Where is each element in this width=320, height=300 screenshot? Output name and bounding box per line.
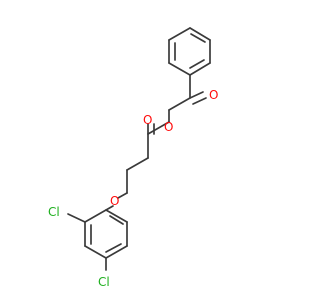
bond <box>168 27 191 41</box>
bond <box>189 62 211 76</box>
bond <box>105 209 128 223</box>
ester-group <box>147 121 170 159</box>
bond <box>105 245 128 259</box>
atom-o-ketone: O <box>209 88 218 102</box>
bond <box>105 243 122 253</box>
atom-o-ester-carbonyl: O <box>143 113 152 127</box>
bond <box>189 27 211 41</box>
bond <box>84 209 107 223</box>
bond <box>109 215 124 225</box>
bond <box>117 192 128 199</box>
bond <box>84 245 107 259</box>
atom-o-ester-single: O <box>164 120 173 134</box>
bond <box>105 205 114 211</box>
molecule-canvas: O O O O Cl Cl <box>48 27 218 289</box>
bond <box>168 97 191 111</box>
bond <box>147 121 170 135</box>
structure-diagram: O O O O Cl Cl <box>48 27 218 289</box>
bond <box>189 91 204 99</box>
phenyl-ring <box>168 27 211 76</box>
bond <box>189 59 205 69</box>
bond <box>168 62 191 76</box>
bond <box>126 157 149 171</box>
atom-cl-para: Cl <box>98 275 110 289</box>
dichlorophenyl-ring <box>84 209 128 259</box>
atom-o-ether: O <box>110 194 119 208</box>
alkyl-chain <box>105 157 149 211</box>
bond <box>192 97 207 105</box>
bond <box>190 33 206 43</box>
bond <box>67 213 86 223</box>
atom-cl-ortho: Cl <box>48 205 60 219</box>
ketone-group <box>168 74 207 123</box>
